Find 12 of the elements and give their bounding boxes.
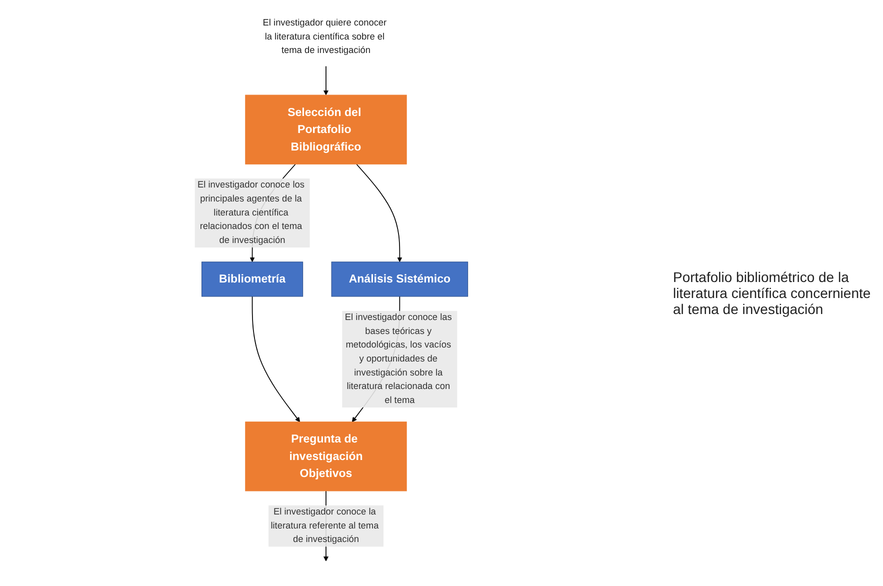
arrow (324, 66, 329, 96)
node-box: Pregunta de investigación Objetivos (245, 422, 408, 492)
node-box: Análisis Sistémico (332, 262, 468, 297)
edge-label: El investigador conoce las bases teóricas y metodológicas, los vacíos y oportunidades de investigación sobre la literatura relacionada con el tema (345, 312, 452, 406)
note-text: Portafolio bibliométrico de la literatura científica concerniente al tema de investigación (673, 269, 872, 317)
arrow (252, 296, 300, 422)
edge-label: El investigador conoce los principales agentes de la literatura científica relacionados con el tema de investigación (198, 180, 305, 246)
node-text: El investigador quiere conocer la literatura científica sobre el tema de investigación (263, 18, 387, 56)
node-box: Bibliometría (202, 262, 304, 297)
node-box: Selección del Portafolio Bibliográfico (245, 94, 408, 164)
arrow (356, 164, 402, 262)
edge-label: El investigador conoce la literatura referente al tema de investigación (270, 507, 379, 544)
